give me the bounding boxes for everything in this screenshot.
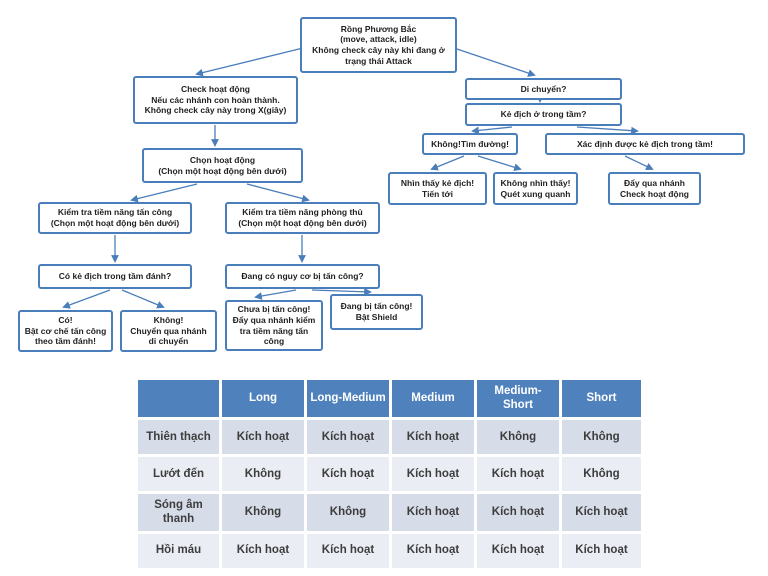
- table-cell: Kích hoạt: [392, 456, 474, 491]
- row-label: Thiên thạch: [138, 419, 219, 454]
- flow-node-not-attacked: Chưa bị tấn công! Đẩy qua nhánh kiểm tra…: [225, 300, 323, 351]
- table-cell: Không: [562, 456, 641, 491]
- table-cell: Không: [222, 493, 304, 531]
- table-cell: Kích hoạt: [222, 419, 304, 454]
- table-cell: Kích hoạt: [477, 533, 559, 568]
- flow-node-being-attacked: Đang bị tấn công! Bật Shield: [330, 294, 423, 330]
- flow-node-check-activity: Check hoạt động Nếu các nhánh con hoàn t…: [133, 76, 298, 124]
- table-cell: Kích hoạt: [477, 493, 559, 531]
- flow-node-choose-activity: Chọn hoạt động (Chọn một hoạt động bên d…: [142, 148, 303, 183]
- flow-node-enemy-in-attack-range: Có kẻ địch trong tầm đánh?: [38, 264, 192, 289]
- row-label: Sóng âm thanh: [138, 493, 219, 531]
- table-header-short: Short: [562, 380, 641, 417]
- flow-node-not-see-enemy: Không nhìn thấy! Quét xung quanh: [493, 172, 578, 205]
- table-cell: Kích hoạt: [562, 493, 641, 531]
- table-header-medium: Medium: [392, 380, 474, 417]
- table-cell: Kích hoạt: [307, 533, 389, 568]
- table-header-medium-short: Medium-Short: [477, 380, 559, 417]
- flow-node-enemy-found: Xác định được kẻ địch trong tầm!: [545, 133, 745, 155]
- flow-node-see-enemy: Nhìn thấy kẻ địch! Tiến tới: [388, 172, 487, 205]
- table-cell: Kích hoạt: [392, 493, 474, 531]
- table-cell: Kích hoạt: [307, 419, 389, 454]
- table-cell: Kích hoạt: [222, 533, 304, 568]
- table-cell: Kích hoạt: [392, 533, 474, 568]
- flow-node-root: Rồng Phương Bắc (move, attack, idle) Khô…: [300, 17, 457, 73]
- row-label: Lướt đến: [138, 456, 219, 491]
- table-header-long-medium: Long-Medium: [307, 380, 389, 417]
- table-row: Lướt đến Không Kích hoạt Kích hoạt Kích …: [138, 456, 641, 491]
- table-row: Thiên thạch Kích hoạt Kích hoạt Kích hoạ…: [138, 419, 641, 454]
- table-cell: Không: [562, 419, 641, 454]
- row-label: Hồi máu: [138, 533, 219, 568]
- flow-node-no-find-path: Không!Tìm đường!: [422, 133, 518, 155]
- table-cell: Kích hoạt: [477, 456, 559, 491]
- skill-range-table: Long Long-Medium Medium Medium-Short Sho…: [135, 377, 644, 571]
- flow-node-under-attack-risk: Đang có nguy cơ bị tấn công?: [225, 264, 380, 289]
- flow-node-enemy-in-range: Kẻ địch ở trong tầm?: [465, 103, 622, 126]
- table-cell: Kích hoạt: [392, 419, 474, 454]
- table-cell: Không: [477, 419, 559, 454]
- flow-node-attack-potential: Kiểm tra tiềm năng tấn công (Chọn một ho…: [38, 202, 192, 234]
- table-row: Hồi máu Kích hoạt Kích hoạt Kích hoạt Kí…: [138, 533, 641, 568]
- table-cell: Không: [307, 493, 389, 531]
- flow-node-yes-attack: Có! Bật cơ chế tấn công theo tầm đánh!: [18, 310, 113, 352]
- flow-node-move: Di chuyển?: [465, 78, 622, 100]
- flow-node-no-move-branch: Không! Chuyển qua nhánh di chuyển: [120, 310, 217, 352]
- table-header-blank: [138, 380, 219, 417]
- flow-node-defense-potential: Kiểm tra tiềm năng phòng thủ (Chọn một h…: [225, 202, 380, 234]
- table-header-row: Long Long-Medium Medium Medium-Short Sho…: [138, 380, 641, 417]
- table-cell: Kích hoạt: [562, 533, 641, 568]
- table-cell: Kích hoạt: [307, 456, 389, 491]
- table-header-long: Long: [222, 380, 304, 417]
- table-row: Sóng âm thanh Không Không Kích hoạt Kích…: [138, 493, 641, 531]
- flow-node-push-check-activity: Đẩy qua nhánh Check hoạt động: [608, 172, 701, 205]
- table-cell: Không: [222, 456, 304, 491]
